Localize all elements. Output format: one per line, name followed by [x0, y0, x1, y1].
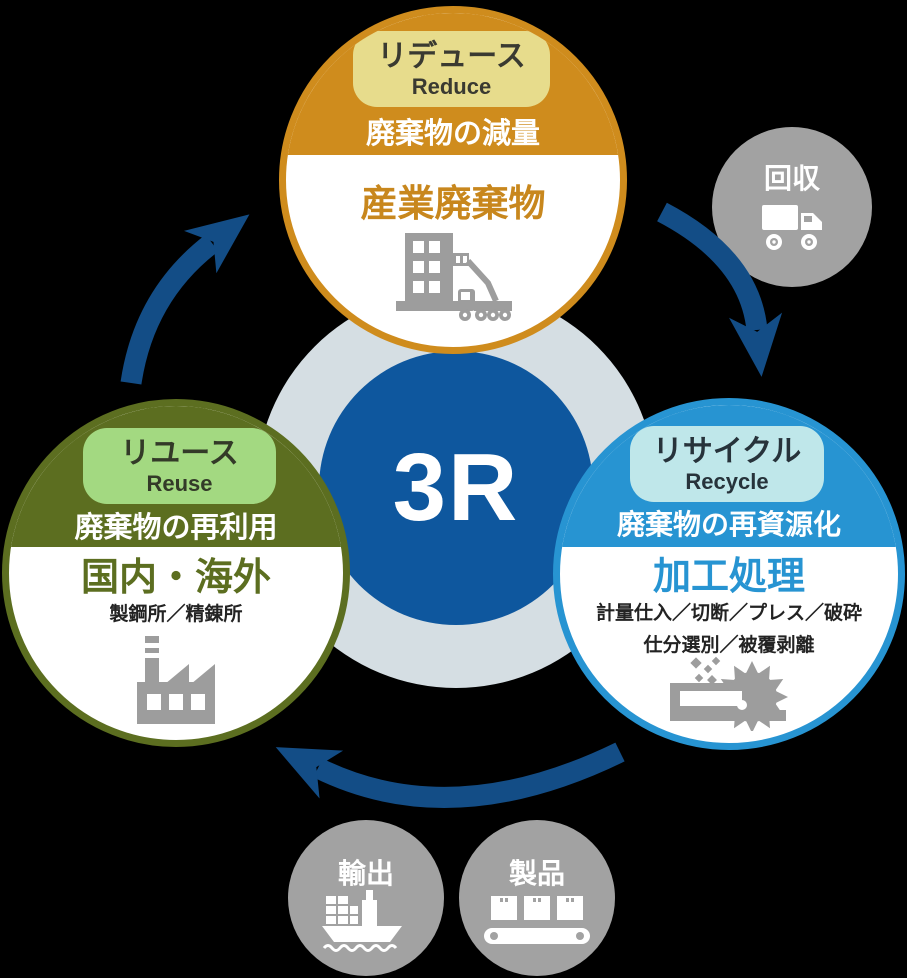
arrow-reuse-to-reduce	[120, 214, 250, 385]
satellite-export: 輸出	[288, 820, 444, 976]
recycle-title-en: Recycle	[685, 468, 769, 494]
reuse-title-en: Reuse	[146, 470, 213, 496]
factory-icon	[137, 636, 215, 724]
reduce-subtitle: 廃棄物の減量	[365, 118, 540, 150]
center-circle: 3R	[319, 351, 593, 625]
node-recycle: リサイクル Recycle 廃棄物の再資源化 加工処理 計量仕入／切断／プレス／…	[553, 398, 905, 750]
collection-label: 回収	[763, 163, 820, 194]
recycle-subtitle: 廃棄物の再資源化	[616, 509, 841, 540]
reuse-title-pill: リユース Reuse	[83, 428, 276, 504]
reduce-title-pill: リデュース Reduce	[353, 31, 550, 107]
recycle-title-jp: リサイクル	[652, 434, 802, 468]
reuse-detail: 製鋼所／精錬所	[109, 604, 243, 625]
center-label: 3R	[392, 434, 520, 541]
node-reduce: リデュース Reduce 廃棄物の減量 産業廃棄物	[279, 6, 627, 354]
reuse-heading: 国内・海外	[80, 557, 271, 599]
reuse-title-jp: リユース	[120, 436, 239, 470]
reuse-subtitle: 廃棄物の再利用	[74, 512, 278, 544]
arrow-reduce-to-recycle	[657, 202, 783, 377]
recycle-title-pill: リサイクル Recycle	[630, 426, 824, 502]
reduce-title-en: Reduce	[411, 73, 492, 99]
satellite-products: 製品	[459, 820, 615, 976]
cargo-ship-icon	[322, 890, 402, 952]
building-crane-icon	[396, 233, 512, 321]
saw-machine-icon	[670, 656, 788, 731]
node-reuse: リユース Reuse 廃棄物の再利用 国内・海外 製鋼所／精錬所	[2, 399, 350, 747]
reduce-title-jp: リデュース	[377, 39, 526, 73]
conveyor-boxes-icon	[484, 896, 590, 944]
recycle-heading: 加工処理	[652, 556, 805, 598]
products-label: 製品	[508, 858, 565, 889]
reduce-heading: 産業廃棄物	[360, 183, 546, 224]
arrow-recycle-to-reuse	[275, 742, 625, 808]
truck-icon	[762, 205, 822, 250]
recycle-detail: 計量仕入／切断／プレス／破砕 仕分選別／被覆剥離	[560, 598, 898, 663]
export-label: 輸出	[337, 858, 394, 889]
recycle-detail-line-2: 仕分選別／被覆剥離	[643, 635, 815, 657]
recycle-detail-line-1: 計量仕入／切断／プレス／破砕	[595, 603, 862, 624]
